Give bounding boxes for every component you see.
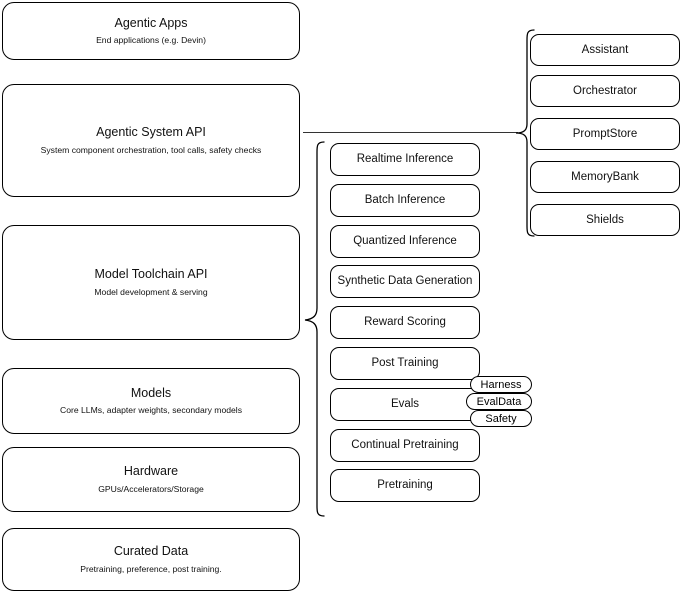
eval-tag-safety[interactable]: Safety <box>470 410 532 427</box>
layer-title: Agentic System API <box>96 125 206 140</box>
capability-label: Synthetic Data Generation <box>337 275 473 288</box>
component-label: PromptStore <box>572 127 638 140</box>
layer-subtitle: Model development & serving <box>94 286 208 297</box>
component-box-orchestrator[interactable]: Orchestrator <box>530 75 680 107</box>
component-box-memorybank[interactable]: MemoryBank <box>530 161 680 193</box>
capability-box-reward-scoring[interactable]: Reward Scoring <box>330 306 480 339</box>
layer-title: Models <box>130 385 172 400</box>
capability-label: Continual Pretraining <box>351 439 459 452</box>
capability-box-pretraining[interactable]: Pretraining <box>330 469 480 502</box>
capability-label: Evals <box>390 398 420 411</box>
eval-tag-label: Harness <box>480 378 522 391</box>
component-box-promptstore[interactable]: PromptStore <box>530 118 680 150</box>
layer-box-model-toolchain-api[interactable]: Model Toolchain API Model development & … <box>2 225 300 340</box>
component-label: Orchestrator <box>573 84 637 97</box>
component-label: MemoryBank <box>571 170 639 183</box>
layer-box-models[interactable]: Models Core LLMs, adapter weights, secon… <box>2 368 300 434</box>
brace-model-toolchain-capabilities <box>303 140 325 518</box>
layer-box-agentic-apps[interactable]: Agentic Apps End applications (e.g. Devi… <box>2 2 300 60</box>
layer-box-hardware[interactable]: Hardware GPUs/Accelerators/Storage <box>2 447 300 512</box>
layer-title: Model Toolchain API <box>94 267 208 282</box>
capability-box-batch-inference[interactable]: Batch Inference <box>330 184 480 217</box>
eval-tag-label: Safety <box>485 412 517 425</box>
capability-box-evals[interactable]: Evals <box>330 388 480 421</box>
layer-subtitle: Core LLMs, adapter weights, secondary mo… <box>60 405 242 416</box>
layer-subtitle: System component orchestration, tool cal… <box>40 144 262 155</box>
capability-label: Realtime Inference <box>356 153 454 166</box>
layer-box-agentic-system-api[interactable]: Agentic System API System component orch… <box>2 84 300 197</box>
capability-box-quantized-inference[interactable]: Quantized Inference <box>330 225 480 258</box>
capability-box-post-training[interactable]: Post Training <box>330 347 480 380</box>
component-label: Shields <box>586 213 624 226</box>
layer-subtitle: End applications (e.g. Devin) <box>96 35 206 46</box>
capability-label: Quantized Inference <box>353 235 457 248</box>
layer-title: Agentic Apps <box>114 15 188 30</box>
capability-label: Post Training <box>371 357 439 370</box>
layer-title: Hardware <box>123 464 179 479</box>
component-label: Assistant <box>581 43 629 56</box>
layer-subtitle: Pretraining, preference, post training. <box>80 563 222 574</box>
capability-label: Pretraining <box>377 479 433 492</box>
capability-box-realtime-inference[interactable]: Realtime Inference <box>330 143 480 176</box>
layer-title: Curated Data <box>113 544 189 559</box>
component-box-shields[interactable]: Shields <box>530 204 680 236</box>
eval-tag-harness[interactable]: Harness <box>470 376 532 393</box>
brace-system-api-components <box>515 28 535 238</box>
component-box-assistant[interactable]: Assistant <box>530 34 680 66</box>
layer-subtitle: GPUs/Accelerators/Storage <box>98 483 204 494</box>
eval-tag-label: EvalData <box>476 395 522 408</box>
eval-tag-evaldata[interactable]: EvalData <box>466 393 532 410</box>
connector-line-system-api-to-components <box>303 132 518 133</box>
brace-icon <box>515 29 535 237</box>
capability-box-synthetic-data-generation[interactable]: Synthetic Data Generation <box>330 265 480 298</box>
capability-label: Batch Inference <box>364 194 446 207</box>
brace-icon <box>304 141 325 517</box>
capability-box-continual-pretraining[interactable]: Continual Pretraining <box>330 429 480 462</box>
capability-label: Reward Scoring <box>364 316 446 329</box>
layer-box-curated-data[interactable]: Curated Data Pretraining, preference, po… <box>2 528 300 591</box>
